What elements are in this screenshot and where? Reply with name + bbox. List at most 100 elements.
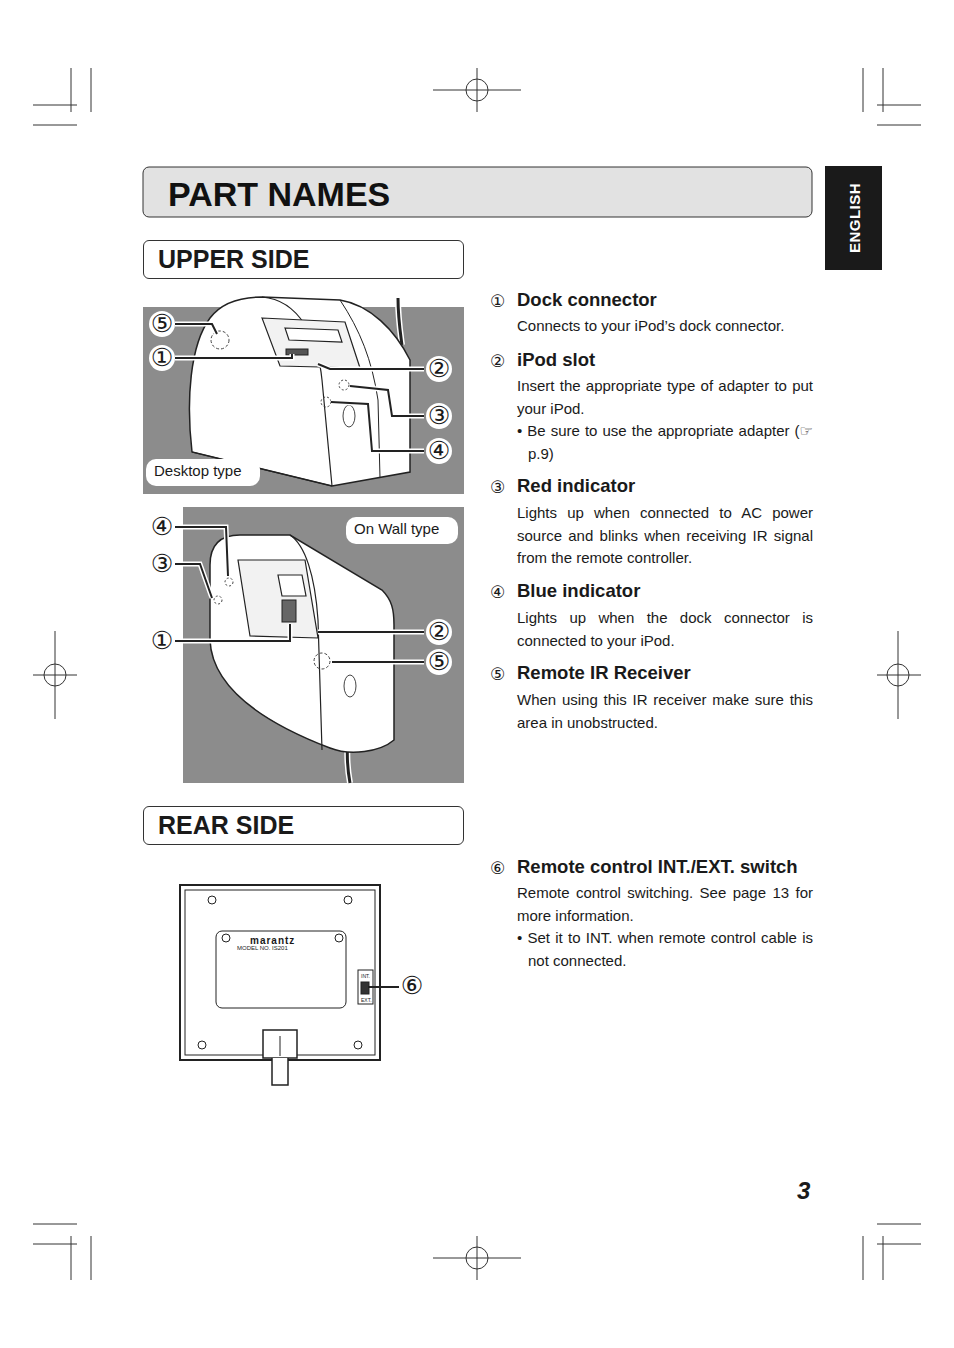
title-band — [143, 167, 812, 217]
desktop-figure — [331, 402, 424, 451]
wall-figure — [214, 596, 222, 604]
model-number: MODEL NO. IS201 — [237, 945, 288, 951]
crop-marks — [883, 1236, 884, 1280]
language-tab: ENGLISH — [825, 166, 882, 270]
desktop-figure — [285, 328, 342, 342]
callout-number: ① — [149, 345, 175, 371]
note: • Be sure to use the appropriate adapter… — [517, 420, 813, 465]
desktop-figure — [331, 402, 424, 451]
callout-number: ③ — [426, 403, 452, 429]
desktop-figure — [339, 380, 349, 390]
wall-figure — [332, 660, 424, 665]
desktop-figure — [321, 397, 331, 407]
part-description: Lights up when connected to AC power sou… — [517, 502, 813, 570]
crop-marks — [863, 68, 864, 112]
wall-figure — [175, 624, 290, 641]
node-text: UPPER SIDE — [158, 245, 449, 274]
crop-marks — [33, 105, 77, 106]
crop-marks — [477, 68, 478, 112]
node-text: Desktop type — [154, 462, 252, 479]
figure-tag: On Wall type — [346, 517, 458, 544]
crop-marks — [33, 125, 77, 126]
brand-name: marantz — [250, 935, 295, 946]
rear-figure — [222, 934, 230, 942]
item-number: ⑤ — [490, 663, 505, 685]
crop-marks — [877, 1244, 921, 1245]
item-number: ⑥ — [490, 857, 505, 879]
desktop-figure — [350, 386, 424, 416]
figure-tag: Desktop type — [146, 459, 260, 486]
part-name: Blue indicator — [517, 580, 640, 602]
note: • Set it to INT. when remote control cab… — [517, 927, 813, 972]
crop-marks — [33, 68, 921, 1280]
wall-figure — [278, 575, 306, 596]
desktop-figure — [350, 386, 424, 416]
switch-label: INT. — [361, 973, 370, 979]
crop-marks — [863, 1236, 864, 1280]
item-number: ② — [490, 350, 505, 372]
crop-marks — [883, 68, 884, 112]
switch-label: EXT. — [361, 997, 372, 1003]
desktop-figure — [318, 364, 424, 369]
rear-figure — [361, 982, 369, 994]
callout-number: ④ — [149, 514, 175, 540]
desktop-figure — [189, 297, 410, 486]
rear-figure — [354, 1041, 362, 1049]
rear-figure — [198, 1041, 206, 1049]
rear-figure — [208, 896, 216, 904]
wall-figure — [344, 675, 356, 697]
callout-number: ⑤ — [426, 649, 452, 675]
crop-marks — [877, 105, 921, 106]
part-name: Remote IR Receiver — [517, 662, 691, 684]
callout-number: ① — [149, 628, 175, 654]
callout-number: ② — [426, 356, 452, 382]
item-number: ① — [490, 290, 505, 312]
wall-figure — [238, 560, 318, 638]
part-description: Connects to your iPod’s dock connector. — [517, 315, 813, 338]
item-number: ③ — [490, 476, 505, 498]
rear-figure — [344, 896, 352, 904]
callout-number: ④ — [426, 438, 452, 464]
wall-figure — [314, 653, 330, 669]
wall-figure — [282, 600, 296, 622]
part-name: Dock connector — [517, 289, 657, 311]
crop-marks — [33, 1244, 77, 1245]
node-text: On Wall type — [354, 520, 450, 537]
crop-marks — [477, 1236, 478, 1280]
wall-figure — [318, 631, 424, 633]
wall-figure — [175, 507, 464, 783]
desktop-figure — [211, 331, 229, 349]
wall-figure — [210, 535, 394, 752]
callout-number: ⑥ — [399, 973, 425, 999]
crop-marks — [877, 675, 921, 676]
page-number: 3 — [797, 1177, 810, 1205]
crop-marks — [33, 1224, 77, 1225]
crop-marks — [71, 68, 72, 112]
part-description: Remote control switching. See page 13 fo… — [517, 882, 813, 927]
wall-figure — [175, 564, 212, 598]
wall-figure — [175, 624, 290, 641]
desktop-figure — [175, 324, 217, 334]
part-name: Remote control INT./EXT. switch — [517, 856, 798, 878]
crop-marks — [91, 1236, 92, 1280]
desktop-figure — [318, 364, 424, 369]
desktop-figure — [286, 349, 308, 355]
crop-marks — [55, 631, 56, 719]
item-number: ④ — [490, 581, 505, 603]
page-title: PART NAMES — [168, 175, 390, 214]
node-text: ENGLISH — [845, 183, 862, 253]
section-heading: REAR SIDE — [143, 806, 464, 845]
desktop-figure — [398, 298, 402, 345]
node-text: REAR SIDE — [158, 811, 449, 840]
desktop-figure — [343, 405, 355, 427]
crop-marks — [71, 1236, 72, 1280]
wall-figure — [225, 578, 233, 586]
rear-figure — [263, 1030, 297, 1058]
desktop-figure — [398, 298, 402, 345]
rear-figure — [335, 934, 343, 942]
desktop-figure — [143, 297, 464, 494]
crop-marks — [898, 631, 899, 719]
